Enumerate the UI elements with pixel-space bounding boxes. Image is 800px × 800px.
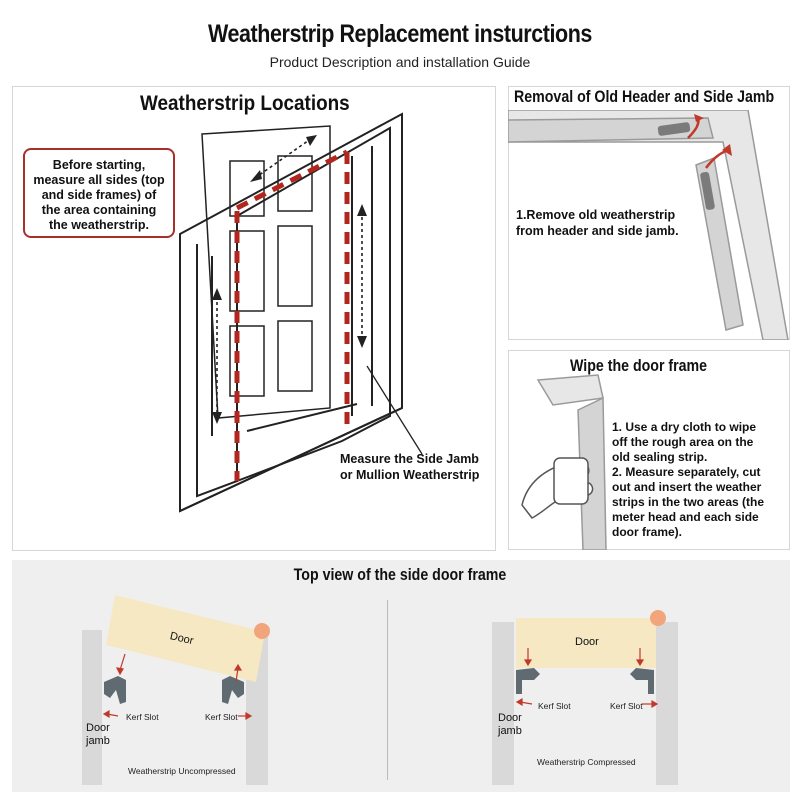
strip-left-r [516, 668, 540, 694]
wipe-line-8: door frame). [612, 525, 683, 539]
wipe-line-3: old sealing strip. [612, 450, 708, 464]
wipe-line-5: out and insert the weather [612, 480, 762, 494]
removal-text: 1.Remove old weatherstrip from header an… [516, 208, 679, 239]
hand-icon [521, 457, 594, 519]
measure-callout: Before starting, measure all sides (top … [23, 148, 175, 238]
jamb-left-r [492, 622, 514, 785]
jamb-right-line-1: Door [498, 712, 522, 724]
jamb-label-right: Door jamb [498, 712, 522, 738]
door-slab [201, 125, 331, 419]
kerf-label-left-a: Kerf Slot [126, 712, 159, 722]
door-label-right: Door [575, 636, 599, 648]
weatherstrip-dashes [234, 149, 350, 481]
removal-title: Removal of Old Header and Side Jamb [514, 88, 775, 106]
topview-divider [387, 600, 388, 780]
strip-left [104, 676, 126, 704]
hinge-dot-r [650, 610, 666, 626]
jamb-left-line-1: Door [86, 722, 110, 734]
wipe-text: 1. Use a dry cloth to wipe off the rough… [612, 420, 764, 540]
strip-right [222, 676, 244, 704]
locations-title: Weatherstrip Locations [140, 92, 350, 115]
wipe-title: Wipe the door frame [570, 357, 708, 375]
removal-line-1: 1.Remove old weatherstrip [516, 208, 676, 222]
topview-title: Top view of the side door frame [293, 566, 507, 584]
callout-text: Before starting, measure all sides (top … [33, 158, 165, 232]
jamb-right-r [656, 622, 678, 785]
door-frame [179, 112, 403, 513]
arrow-heads [212, 135, 367, 424]
strip-right-r [630, 668, 654, 694]
header-jamb-illustration [508, 110, 789, 340]
side-jamb-label: Measure the Side Jamb or Mullion Weather… [340, 452, 479, 483]
caption-uncompressed: Weatherstrip Uncompressed [128, 766, 236, 776]
label-pointer [366, 365, 423, 455]
jamb-label-left: Door jamb [86, 722, 110, 748]
wipe-line-1: 1. Use a dry cloth to wipe [612, 420, 757, 434]
page-title: Weatherstrip Replacement insturctions [208, 20, 592, 48]
hinge-dot [254, 623, 270, 639]
side-jamb-line-1: Measure the Side Jamb [340, 452, 479, 466]
page-subtitle: Product Description and installation Gui… [269, 54, 531, 70]
kerf-label-left-b: Kerf Slot [205, 712, 238, 722]
measure-arrows [216, 137, 363, 416]
wipe-illustration [521, 374, 607, 550]
wipe-line-4: 2. Measure separately, cut [612, 465, 761, 479]
door-illustration [179, 112, 423, 513]
kerf-label-right-a: Kerf Slot [538, 701, 571, 711]
wipe-line-7: meter head and each side [612, 510, 759, 524]
jamb-left [82, 630, 102, 785]
door-block-r [516, 618, 656, 668]
removal-line-2: from header and side jamb. [516, 223, 679, 238]
wipe-line-2: off the rough area on the [612, 435, 754, 449]
caption-compressed: Weatherstrip Compressed [537, 757, 636, 767]
kerf-label-right-b: Kerf Slot [610, 701, 643, 711]
jamb-left-line-2: jamb [86, 735, 110, 747]
wipe-line-6: strips in the two areas (the [612, 495, 765, 509]
side-jamb-line-2: or Mullion Weatherstrip [340, 467, 480, 482]
compressed-diagram [492, 610, 678, 785]
door-block [106, 595, 265, 682]
jamb-right-line-2: jamb [498, 725, 522, 737]
uncompressed-diagram [82, 595, 270, 785]
